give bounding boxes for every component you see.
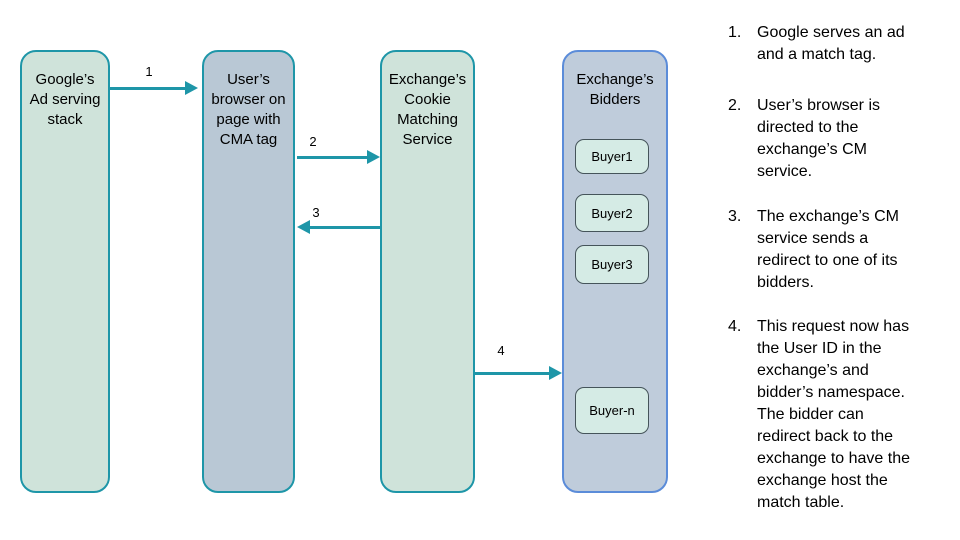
step-text: User’s browser is directed to the exchan… [757,97,880,180]
node-buyer1: Buyer1 [575,139,649,174]
arrow-4-label: 4 [497,343,505,358]
arrow-4-cm-to-bidder [473,366,562,380]
arrow-2-browser-to-cm [297,150,380,164]
step-item-1: 1. Google serves an ad and a match tag. [712,22,905,66]
step-item-4: 4. This request now has the User ID in t… [712,316,910,514]
arrow-line [297,155,369,159]
arrow-3-cm-to-browser [297,220,380,234]
node-label: User’s browser on page with CMA tag [211,71,286,148]
node-user-browser: User’s browser on page with CMA tag [202,50,295,493]
step-item-2: 2. User’s browser is directed to the exc… [712,95,880,183]
node-buyer-n: Buyer-n [575,387,649,434]
arrow-line [110,86,187,90]
step-number: 2. [728,97,742,114]
step-number: 3. [728,208,742,225]
arrow-head-icon [367,150,380,164]
arrow-head-icon [185,81,198,95]
arrow-line [473,371,551,375]
node-label: Google’s Ad serving stack [29,71,101,128]
arrow-2-label: 2 [309,134,317,149]
node-exchange-bidders: Exchange’s Bidders Buyer1 Buyer2 Buyer3 … [562,50,668,493]
node-google-ad-serving-stack: Google’s Ad serving stack [20,50,110,493]
node-buyer2: Buyer2 [575,194,649,232]
step-text: The exchange’s CM service sends a redire… [757,208,899,291]
node-buyer3: Buyer3 [575,245,649,284]
node-label: Exchange’s Bidders [576,71,654,108]
node-cookie-matching-service: Exchange’s Cookie Matching Service [380,50,475,493]
step-item-3: 3. The exchange’s CM service sends a red… [712,206,899,294]
arrow-line [308,225,380,229]
arrow-head-icon [297,220,310,234]
step-text: Google serves an ad and a match tag. [757,24,905,63]
arrow-1-google-to-browser [110,81,198,95]
step-text: This request now has the User ID in the … [757,318,911,511]
arrow-1-label: 1 [145,64,153,79]
node-label: Exchange’s Cookie Matching Service [388,71,467,148]
arrow-3-label: 3 [312,205,320,220]
step-number: 4. [728,318,742,335]
step-number: 1. [728,24,742,41]
arrow-head-icon [549,366,562,380]
